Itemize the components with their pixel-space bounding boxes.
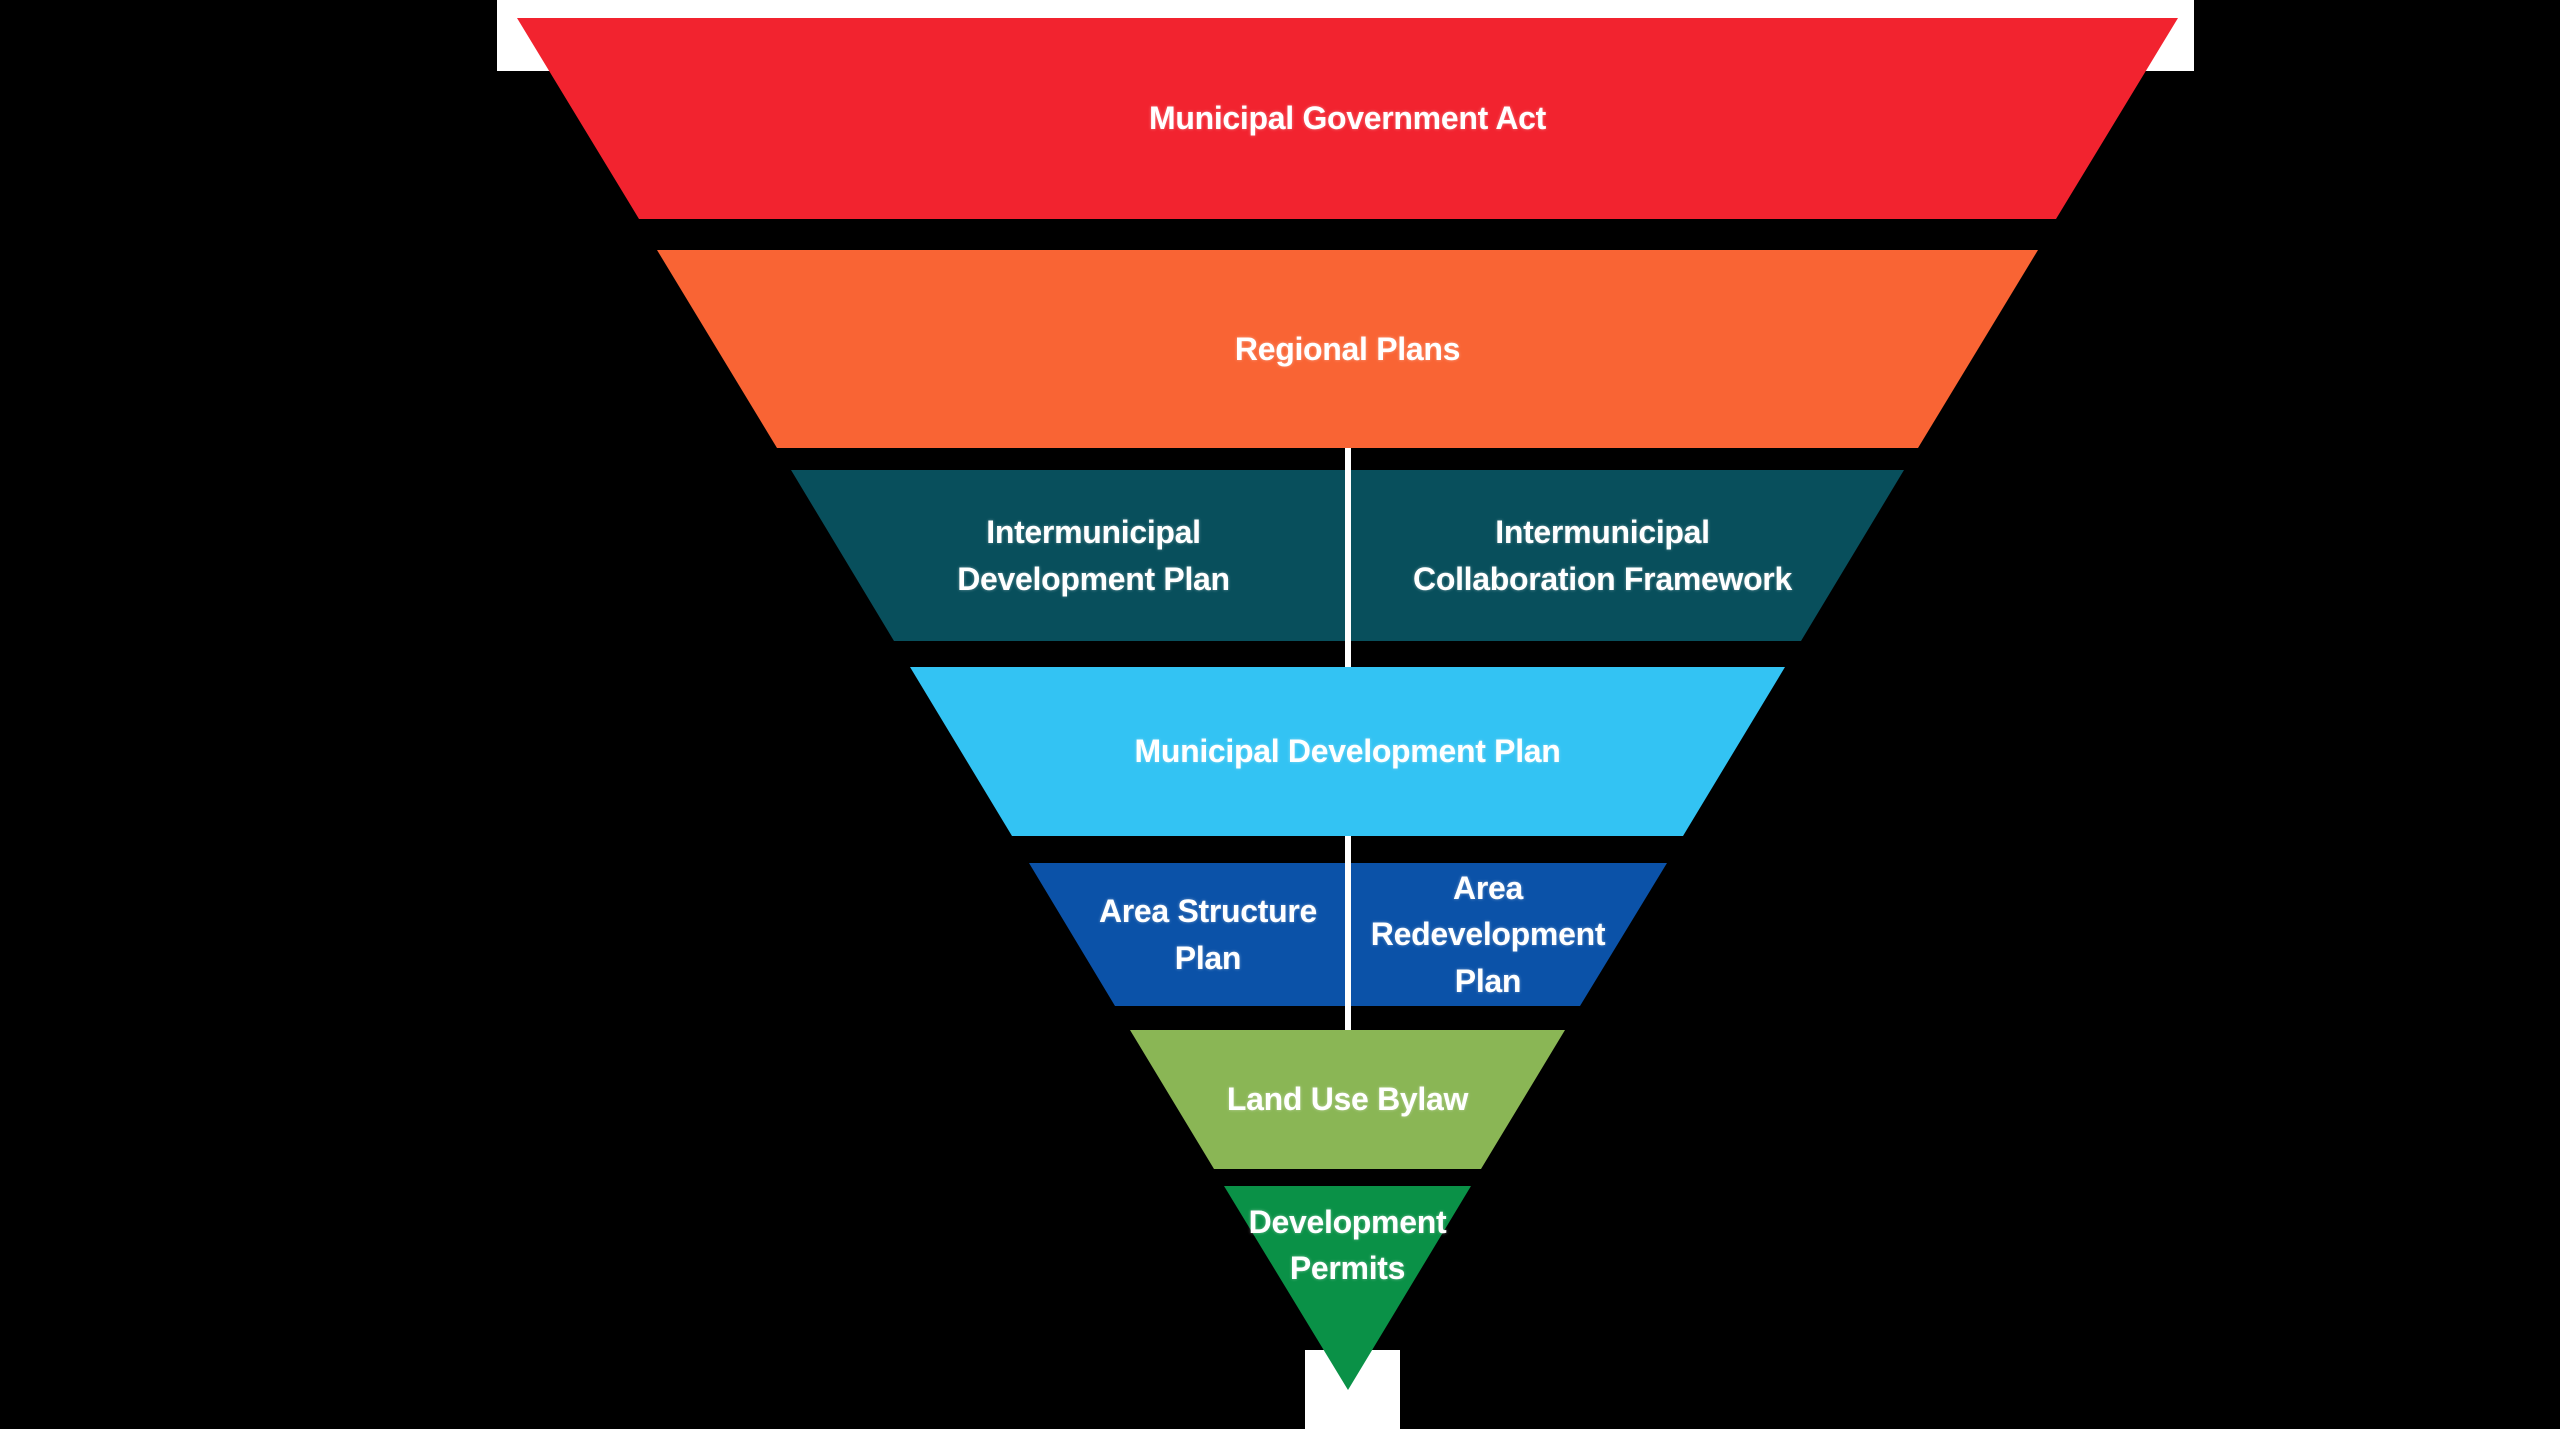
level-land-use-bylaw-shape	[1130, 1030, 1565, 1169]
level-regional-plans-shape	[657, 250, 2038, 448]
level-municipal-government-act-shape	[517, 18, 2178, 219]
level-development-permits-shape	[1224, 1186, 1471, 1390]
level-municipal-development-plan-shape	[910, 667, 1785, 836]
